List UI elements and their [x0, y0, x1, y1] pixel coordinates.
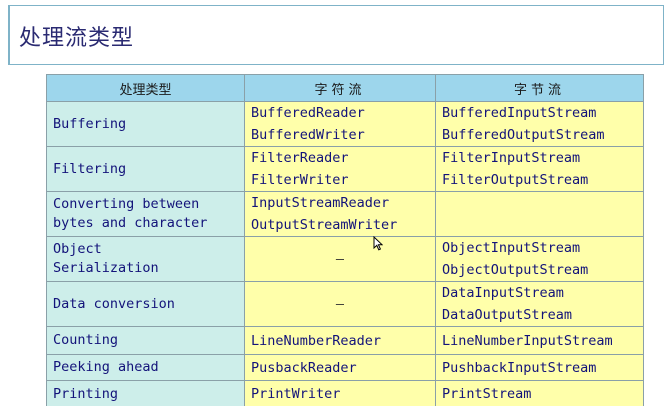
cell-byte-stream: LineNumberInputStream: [435, 326, 644, 355]
cell-processing-type: Peeking ahead: [46, 354, 245, 381]
cell-processing-type-line: Data conversion: [53, 295, 175, 312]
cell-processing-type-line: Filtering: [53, 160, 127, 177]
cell-processing-type-line: Printing: [53, 385, 119, 402]
cell-processing-type-line: Serialization: [53, 260, 159, 276]
cell-byte-stream-line: LineNumberInputStream: [442, 332, 613, 349]
header-character-stream: 字符流: [244, 74, 436, 102]
header-processing-type: 处理类型: [46, 74, 245, 102]
cell-processing-type: Printing: [46, 380, 245, 406]
page-title: 处理流类型: [19, 26, 135, 51]
cell-character-stream-line: OutputStreamWriter: [251, 217, 398, 233]
cell-processing-type-line: bytes and character: [53, 215, 208, 231]
cell-byte-stream-line: BufferedInputStream: [442, 105, 597, 121]
cell-processing-type-line: Buffering: [53, 115, 127, 132]
cell-byte-stream-line: DataOutputStream: [442, 307, 573, 323]
cell-character-stream: LineNumberReader: [244, 326, 436, 355]
cell-character-stream: PrintWriter: [244, 380, 436, 406]
cell-processing-type: Counting: [46, 326, 245, 355]
cell-character-stream-line: PrintWriter: [251, 386, 341, 402]
header-byte-stream: 字节流: [435, 74, 644, 102]
cell-byte-stream-line: ObjectInputStream: [442, 240, 581, 256]
cell-byte-stream: [435, 191, 644, 237]
cell-processing-type-line: Object: [53, 241, 102, 257]
cell-byte-stream-line: FilterInputStream: [442, 150, 581, 166]
cell-character-stream: —: [244, 281, 436, 327]
title-box: 处理流类型: [8, 5, 664, 65]
cell-processing-type-line: Peeking ahead: [53, 359, 159, 375]
cell-processing-type: Data conversion: [46, 281, 245, 327]
table-row: Counting LineNumberReader LineNumberInputS…: [46, 326, 644, 355]
cell-byte-stream: PushbackInputStream: [435, 354, 644, 381]
cell-processing-type-line: Converting between: [53, 196, 200, 212]
cell-character-stream-line: —: [335, 296, 345, 312]
table-row: Printing PrintWriter PrintStream: [46, 380, 644, 406]
cell-processing-type: Converting between bytes and character: [46, 191, 245, 237]
cell-character-stream-line: PusbackReader: [251, 359, 357, 376]
cell-byte-stream-line: DataInputStream: [442, 285, 564, 301]
cell-byte-stream-line: PrintStream: [442, 386, 532, 402]
cell-character-stream-line: FilterWriter: [251, 172, 349, 188]
cell-character-stream-line: BufferedWriter: [251, 127, 365, 143]
cell-processing-type: Filtering: [46, 146, 245, 192]
cell-character-stream-line: BufferedReader: [251, 105, 365, 121]
cell-byte-stream-line: BufferedOutputStream: [442, 127, 605, 143]
table-row: Peeking ahead PusbackReader PushbackInputS…: [46, 354, 644, 381]
cell-character-stream-line: LineNumberReader: [251, 332, 382, 349]
cell-processing-type: Buffering: [46, 101, 245, 147]
cell-byte-stream-line: ObjectOutputStream: [442, 262, 589, 278]
cell-character-stream-line: —: [335, 251, 345, 267]
cell-character-stream: —: [244, 236, 436, 282]
cell-character-stream-line: FilterReader: [251, 150, 349, 166]
cell-character-stream-line: InputStreamReader: [251, 195, 390, 211]
table-header-row: 处理类型 字符流 字节流: [46, 74, 644, 102]
mouse-cursor-icon: [373, 236, 383, 251]
cell-processing-type-line: Counting: [53, 332, 119, 348]
cell-byte-stream: PrintStream: [435, 380, 644, 406]
cell-byte-stream-line: PushbackInputStream: [442, 359, 597, 376]
table-row: Converting between bytes and character Inp…: [46, 191, 644, 237]
cell-character-stream: PusbackReader: [244, 354, 436, 381]
cell-byte-stream-line: FilterOutputStream: [442, 172, 589, 188]
